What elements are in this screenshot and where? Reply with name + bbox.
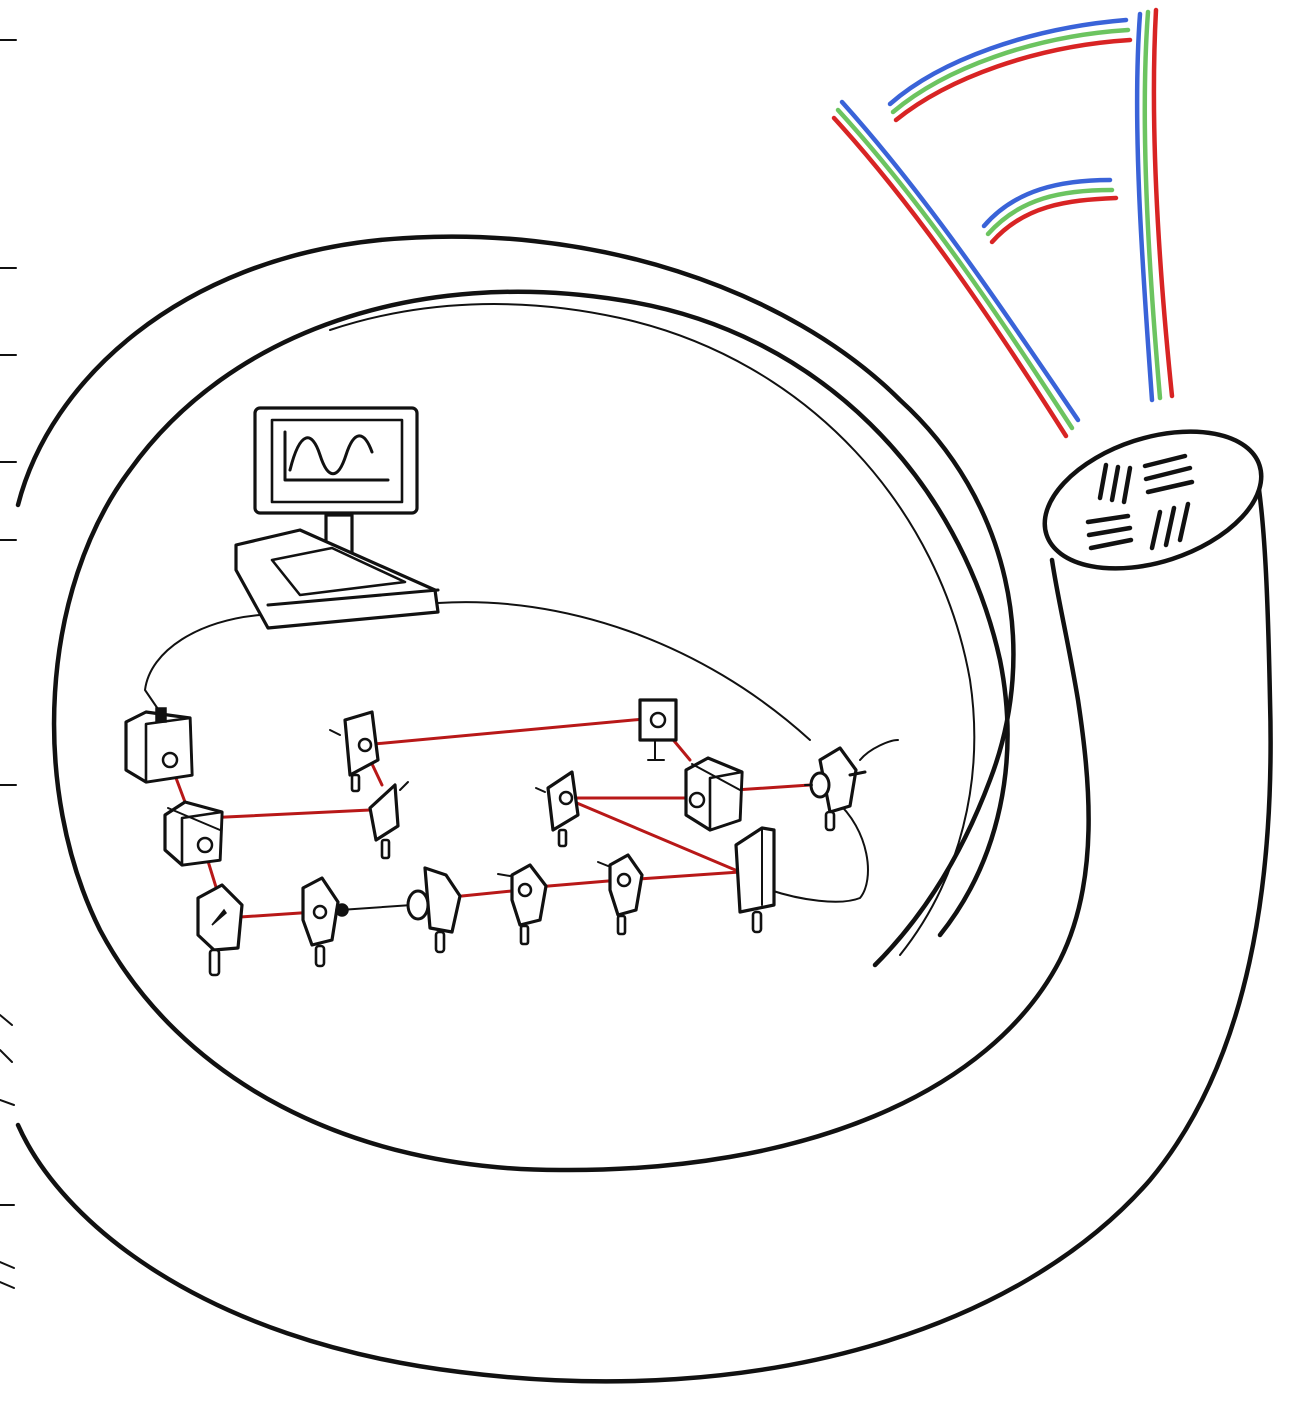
mirror-mount-bottom-3-icon xyxy=(598,855,642,934)
mirror-mount-upper-right-icon xyxy=(640,700,676,760)
computer-base-icon xyxy=(236,530,438,628)
beam-splitter-cube-right-icon xyxy=(686,758,742,830)
beam-splitter-cube-icon xyxy=(165,802,222,865)
mirror-mount-tilted-icon xyxy=(370,782,408,858)
mirror-mount-bottom-1-icon xyxy=(303,878,338,966)
tube-outer-wall xyxy=(18,237,1013,965)
tube-inner-loop xyxy=(54,292,1089,1170)
fiber-coupler-icon xyxy=(805,748,865,830)
control-cables xyxy=(145,602,898,902)
left-edge-marks xyxy=(0,40,16,1288)
waveplate-mount-icon xyxy=(198,885,242,975)
mirror-mount-bottom-2-icon xyxy=(498,865,546,944)
mirror-mount-icon xyxy=(330,712,378,791)
mirror-mount-center-icon xyxy=(536,772,578,846)
laser-source-icon xyxy=(126,708,192,782)
lens-icon xyxy=(336,868,460,952)
photodetector-icon xyxy=(736,828,774,932)
rgb-fiber-strands xyxy=(834,10,1172,436)
tube-inner-edge xyxy=(330,304,974,955)
